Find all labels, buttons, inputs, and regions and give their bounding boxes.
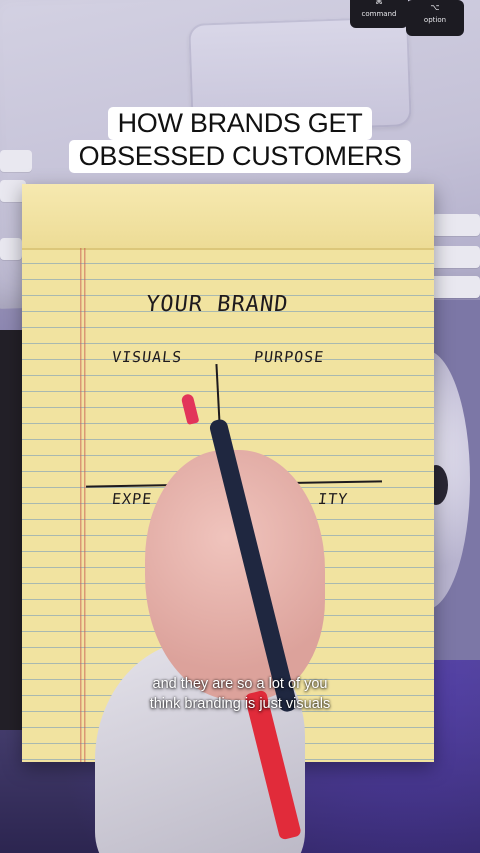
caption-line-2: think branding is just visuals <box>149 696 331 712</box>
keyboard-row-right-2 <box>428 246 480 268</box>
option-key: ⌥ option <box>406 0 464 36</box>
title-line-2: OBSESSED CUSTOMERS <box>68 140 412 173</box>
keyboard-row-left-2 <box>0 180 26 202</box>
handwritten-purpose: PURPOSE <box>253 348 326 366</box>
caption-line-1: and they are so a lot of you <box>152 676 328 692</box>
handwritten-title: YOUR BRAND <box>144 292 290 317</box>
title-line-1: HOW BRANDS GET <box>107 107 373 140</box>
keyboard-row-left-3 <box>0 238 22 260</box>
subtitle-caption: and they are so a lot of you think brand… <box>0 674 480 714</box>
keyboard-row-right <box>432 214 480 236</box>
keyboard-row-left <box>0 150 32 172</box>
option-symbol: ⌥ <box>430 3 440 12</box>
command-symbol: ⌘ <box>375 0 383 6</box>
option-key-label: option <box>423 16 447 24</box>
handwritten-visuals: VISUALS <box>111 348 184 366</box>
command-key-label: command <box>361 10 397 18</box>
title-overlay: HOW BRANDS GET OBSESSED CUSTOMERS <box>0 107 480 173</box>
notepad-binding <box>22 184 434 250</box>
handwritten-bottom-left: EXPE <box>111 490 154 508</box>
command-key: ⌘ command <box>350 0 408 28</box>
keyboard-row-right-3 <box>422 276 480 298</box>
handwritten-bottom-right: ITY <box>317 490 350 508</box>
